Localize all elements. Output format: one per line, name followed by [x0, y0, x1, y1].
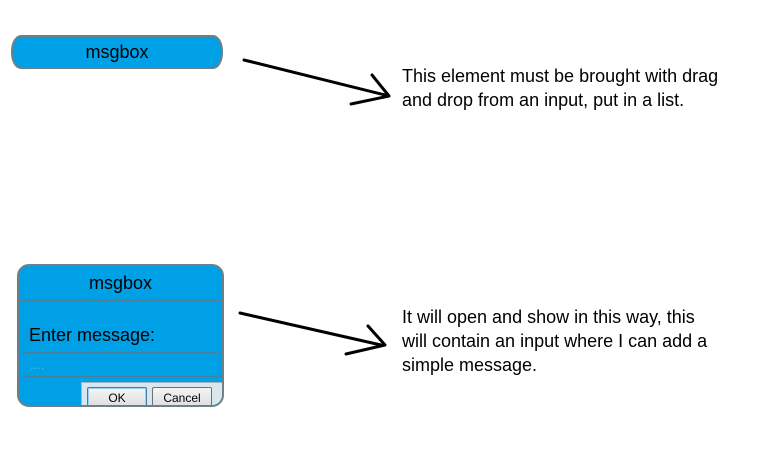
dialog-prompt-label: Enter message: — [29, 325, 156, 345]
ok-button[interactable]: OK — [87, 387, 147, 405]
message-input[interactable] — [23, 352, 220, 377]
note-open-dialog: It will open and show in this way, this … — [402, 307, 708, 375]
msgbox-dialog: msgbox Enter message: OK Cancel — [17, 264, 224, 407]
dialog-title: msgbox — [19, 266, 222, 301]
dialog-button-bar: OK Cancel — [81, 382, 222, 405]
msgbox-collapsed-label: msgbox — [85, 41, 149, 62]
cancel-button[interactable]: Cancel — [152, 387, 212, 405]
arrow-2 — [238, 311, 387, 356]
note-drag-and-drop: This element must be brought with drag a… — [402, 66, 719, 110]
arrow-1 — [242, 58, 391, 106]
msgbox-collapsed-element[interactable]: msgbox — [11, 35, 223, 69]
